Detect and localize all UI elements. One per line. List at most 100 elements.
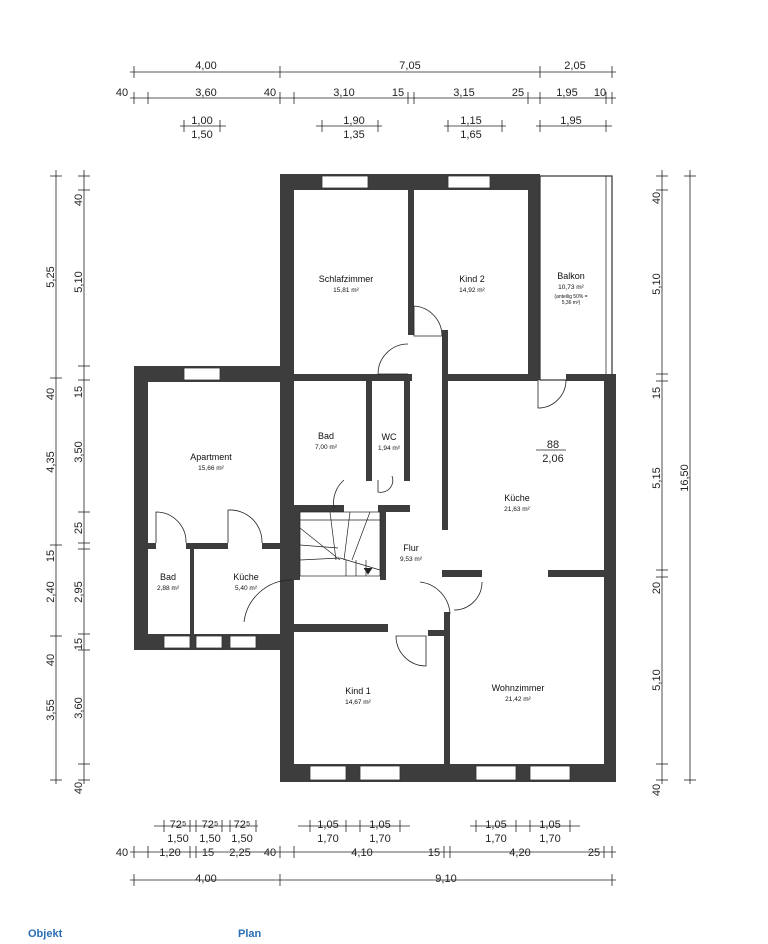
dim-top: 10 bbox=[594, 87, 606, 99]
room-wohnzimmer-area: 21,42 m² bbox=[505, 696, 531, 703]
dim-top: 1,35 bbox=[343, 129, 364, 141]
dim-left: 25 bbox=[73, 522, 85, 534]
dim-bottom: 4,00 bbox=[195, 873, 216, 885]
dim-bottom: 40 bbox=[264, 847, 276, 859]
dim-bottom: 1,70 bbox=[369, 833, 390, 845]
dim-left: 40 bbox=[45, 388, 57, 400]
dim-bottom: 1,50 bbox=[231, 833, 252, 845]
dim-bottom: 1,05 bbox=[485, 819, 506, 831]
room-apartment-name: Apartment bbox=[190, 452, 232, 462]
dims-bottom: 72⁵ 1,50 72⁵ 1,50 72⁵ 1,50 1,05 1,70 1,0… bbox=[116, 819, 616, 886]
dim-top: 1,15 bbox=[460, 115, 481, 127]
dim-top: 1,00 bbox=[191, 115, 212, 127]
dim-bottom: 1,05 bbox=[369, 819, 390, 831]
room-schlafzimmer-name: Schlafzimmer bbox=[319, 274, 374, 284]
dim-right: 5,10 bbox=[651, 273, 663, 294]
dim-bottom: 1,70 bbox=[485, 833, 506, 845]
dim-right: 40 bbox=[651, 784, 663, 796]
staircase bbox=[299, 511, 381, 577]
room-bad-area: 7,00 m² bbox=[315, 444, 338, 451]
dim-bottom: 1,50 bbox=[199, 833, 220, 845]
room-apartment-area: 15,66 m² bbox=[198, 465, 224, 472]
room-kueche2-area: 5,40 m² bbox=[235, 585, 258, 592]
footer-objekt: Objekt bbox=[28, 928, 63, 940]
room-kueche-area: 21,63 m² bbox=[504, 506, 530, 513]
dim-top: 1,65 bbox=[460, 129, 481, 141]
room-flur-name: Flur bbox=[403, 543, 419, 553]
dims-right: 40 5,10 15 5,15 20 5,10 40 16,50 bbox=[651, 170, 696, 796]
room-kind1-name: Kind 1 bbox=[345, 686, 371, 696]
room-labels: Schlafzimmer 15,81 m² Kind 2 14,92 m² Ba… bbox=[157, 271, 588, 706]
footer-plan: Plan bbox=[238, 928, 262, 940]
room-kind2-area: 14,92 m² bbox=[459, 287, 485, 294]
room-wc-area: 1,94 m² bbox=[378, 445, 401, 452]
dim-top: 2,05 bbox=[564, 60, 585, 72]
dim-bottom: 1,05 bbox=[317, 819, 338, 831]
room-wohnzimmer-name: Wohnzimmer bbox=[492, 683, 545, 693]
room-schlafzimmer-area: 15,81 m² bbox=[333, 287, 359, 294]
dim-left: 3,60 bbox=[73, 697, 85, 718]
dim-bottom: 9,10 bbox=[435, 873, 456, 885]
dim-top: 25 bbox=[512, 87, 524, 99]
dim-left: 15 bbox=[73, 638, 85, 650]
dim-bottom: 1,50 bbox=[167, 833, 188, 845]
dim-left: 3,50 bbox=[73, 441, 85, 462]
door-height: 2,06 bbox=[542, 453, 563, 465]
dim-left: 3,55 bbox=[45, 699, 57, 720]
door-dimension-mark: 88 2,06 bbox=[536, 439, 566, 465]
dim-right: 5,10 bbox=[651, 669, 663, 690]
dim-left: 15 bbox=[73, 386, 85, 398]
room-kind2-name: Kind 2 bbox=[459, 274, 485, 284]
room-bad2-area: 2,88 m² bbox=[157, 585, 180, 592]
dim-top: 3,15 bbox=[453, 87, 474, 99]
room-balkon-name: Balkon bbox=[557, 271, 585, 281]
dim-bottom: 1,70 bbox=[539, 833, 560, 845]
dim-top: 40 bbox=[116, 87, 128, 99]
dim-bottom: 15 bbox=[428, 847, 440, 859]
dims-top: 4,00 7,05 2,05 40 3,60 40 3,10 15 3,15 2… bbox=[116, 60, 616, 141]
dim-bottom: 72⁵ bbox=[202, 819, 219, 831]
dim-left: 4,35 bbox=[45, 451, 57, 472]
dim-left: 40 bbox=[73, 194, 85, 206]
dim-left: 40 bbox=[73, 782, 85, 794]
dim-bottom: 2,25 bbox=[229, 847, 250, 859]
room-balkon-note2: 5,36 m²) bbox=[562, 300, 581, 306]
dim-top: 15 bbox=[392, 87, 404, 99]
dim-left: 15 bbox=[45, 550, 57, 562]
doors bbox=[155, 305, 567, 667]
dim-left: 5,25 bbox=[45, 266, 57, 287]
dim-top: 3,10 bbox=[333, 87, 354, 99]
dim-bottom: 72⁵ bbox=[234, 819, 251, 831]
dim-bottom: 15 bbox=[202, 847, 214, 859]
dim-top: 1,90 bbox=[343, 115, 364, 127]
room-wc-name: WC bbox=[382, 432, 397, 442]
dim-right: 40 bbox=[651, 192, 663, 204]
room-balkon-note1: (anteilig 50% = bbox=[554, 294, 587, 300]
room-kueche-name: Küche bbox=[504, 493, 530, 503]
room-bad2-name: Bad bbox=[160, 572, 176, 582]
dim-left: 40 bbox=[45, 654, 57, 666]
dims-left: 5,25 4,35 2,40 3,55 40 5,10 40 15 3,50 2… bbox=[45, 170, 90, 794]
room-flur-area: 9,53 m² bbox=[400, 556, 423, 563]
dim-left: 2,95 bbox=[73, 581, 85, 602]
windows bbox=[163, 175, 571, 781]
dim-bottom: 4,20 bbox=[509, 847, 530, 859]
dim-left: 5,10 bbox=[73, 271, 85, 292]
dim-bottom: 40 bbox=[116, 847, 128, 859]
door-width: 88 bbox=[547, 439, 559, 451]
room-kueche2-name: Küche bbox=[233, 572, 259, 582]
dim-left: 2,40 bbox=[45, 581, 57, 602]
dim-right-total: 16,50 bbox=[679, 464, 691, 492]
dim-top: 1,50 bbox=[191, 129, 212, 141]
room-balkon-area: 10,73 m² bbox=[558, 284, 584, 291]
dim-top: 4,00 bbox=[195, 60, 216, 72]
dim-bottom: 4,10 bbox=[351, 847, 372, 859]
dim-bottom: 1,20 bbox=[159, 847, 180, 859]
dim-right: 15 bbox=[651, 387, 663, 399]
dim-top: 40 bbox=[264, 87, 276, 99]
dim-top: 1,95 bbox=[560, 115, 581, 127]
dim-right: 20 bbox=[651, 582, 663, 594]
dim-right: 5,15 bbox=[651, 467, 663, 488]
dim-bottom: 1,05 bbox=[539, 819, 560, 831]
